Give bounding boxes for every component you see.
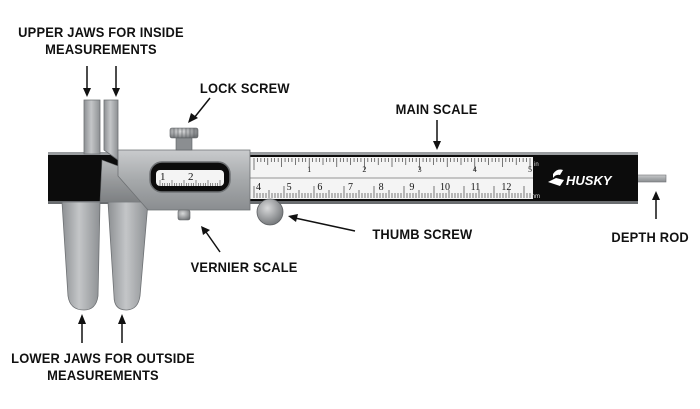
inch-number: 5 bbox=[528, 165, 532, 174]
brand-text: HUSKY bbox=[566, 173, 613, 188]
thumb-screw bbox=[256, 198, 284, 226]
label-upper-jaws-line1: UPPER JAWS FOR INSIDE bbox=[18, 24, 184, 40]
label-depth-rod: DEPTH ROD bbox=[611, 229, 689, 245]
mm-number: 7 bbox=[348, 182, 353, 193]
mm-number: 11 bbox=[471, 182, 481, 193]
vernier-number: 2 bbox=[188, 171, 194, 183]
label-lower-jaws-line2: MEASUREMENTS bbox=[47, 367, 159, 383]
mm-unit: mm bbox=[530, 194, 540, 200]
lower-jaw-fixed bbox=[61, 201, 101, 311]
mm-number: 4 bbox=[256, 182, 261, 193]
mm-number: 5 bbox=[287, 182, 292, 193]
mm-number: 10 bbox=[440, 182, 450, 193]
beam-bottom-edge bbox=[48, 201, 638, 204]
label-upper-jaws: UPPER JAWS FOR INSIDE MEASUREMENTS bbox=[14, 24, 189, 58]
mm-number: 8 bbox=[379, 182, 384, 193]
label-thumb-screw: THUMB SCREW bbox=[372, 226, 473, 242]
inch-number: 4 bbox=[473, 165, 477, 174]
vernier-scale-strip bbox=[156, 170, 224, 186]
husky-logo: HUSKY bbox=[548, 169, 613, 188]
upper-jaw-fixed bbox=[83, 99, 101, 155]
inch-number: 1 bbox=[307, 165, 311, 174]
label-main-scale: MAIN SCALE bbox=[395, 101, 478, 117]
inch-number: 3 bbox=[418, 165, 422, 174]
label-lock-screw: LOCK SCREW bbox=[199, 80, 290, 96]
inch-unit: in bbox=[534, 162, 539, 168]
vernier-number: 1 bbox=[160, 171, 166, 183]
label-lower-jaws: LOWER JAWS FOR OUTSIDE MEASUREMENTS bbox=[8, 350, 198, 384]
mm-number: 12 bbox=[501, 182, 511, 193]
mm-number: 6 bbox=[317, 182, 322, 193]
label-upper-jaws-line2: MEASUREMENTS bbox=[45, 41, 157, 57]
leader-arrows bbox=[78, 66, 660, 343]
vernier-screw bbox=[177, 209, 191, 221]
label-lower-jaws-line1: LOWER JAWS FOR OUTSIDE bbox=[11, 350, 195, 366]
inch-number: 2 bbox=[362, 165, 366, 174]
mm-number: 9 bbox=[409, 182, 414, 193]
lower-jaw-sliding bbox=[107, 201, 149, 311]
label-vernier-scale: VERNIER SCALE bbox=[190, 259, 298, 275]
beam-top-edge bbox=[48, 152, 638, 155]
upper-jaw-sliding bbox=[103, 99, 119, 161]
